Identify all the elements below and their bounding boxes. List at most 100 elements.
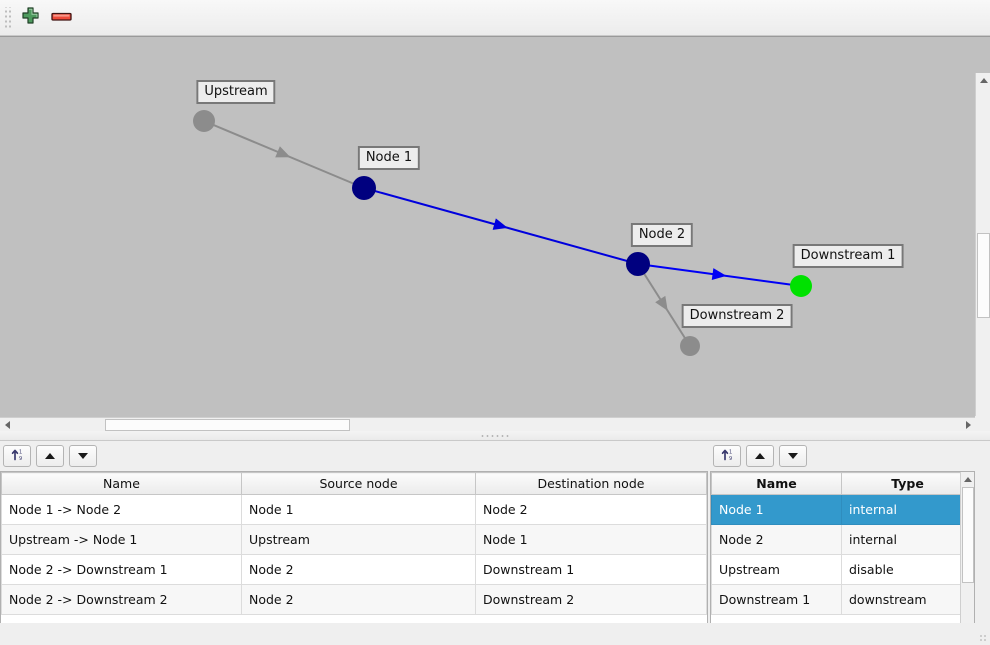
node-type: downstream — [841, 584, 974, 615]
nodes-col-name[interactable]: Name — [711, 472, 842, 495]
graph-node-label[interactable]: Downstream 1 — [792, 244, 904, 268]
svg-text:9: 9 — [729, 456, 732, 462]
chevron-up-icon — [964, 476, 972, 482]
graph-vertical-scrollbar[interactable] — [975, 73, 990, 431]
arrow-down-icon — [78, 453, 88, 459]
edges-panel-toolbar: 1 9 — [0, 441, 710, 471]
edge-destination: Node 2 — [475, 494, 707, 525]
graph-node-label[interactable]: Downstream 2 — [681, 304, 793, 328]
node-name: Node 1 — [711, 494, 842, 525]
node-name: Downstream 1 — [711, 584, 842, 615]
nodes-scroll-thumb[interactable] — [962, 487, 974, 583]
edge-destination: Node 1 — [475, 524, 707, 555]
panel-splitter[interactable] — [0, 431, 990, 441]
node-name: Node 2 — [711, 524, 842, 555]
bottom-panels: 1 9 Name — [0, 441, 990, 645]
edges-sort-button[interactable]: 1 9 — [3, 445, 31, 467]
edge-source: Node 2 — [241, 554, 476, 585]
splitter-grip-icon — [480, 433, 510, 438]
edge-source: Upstream — [241, 524, 476, 555]
nodes-move-down-button[interactable] — [779, 445, 807, 467]
edges-col-name[interactable]: Name — [1, 472, 242, 495]
sort-ascending-icon: 1 9 — [720, 447, 735, 465]
edges-move-down-button[interactable] — [69, 445, 97, 467]
graph-hscroll-thumb[interactable] — [105, 419, 350, 431]
nodes-panel-toolbar: 1 9 — [710, 441, 990, 471]
sort-ascending-icon: 1 9 — [10, 447, 25, 465]
svg-text:9: 9 — [19, 456, 22, 462]
graph-node-label[interactable]: Node 2 — [630, 223, 694, 247]
graph-node-label[interactable]: Node 1 — [357, 146, 421, 170]
nodes-table-header-row: Name Type — [711, 472, 974, 495]
plus-icon — [21, 6, 40, 29]
edges-table-frame: Name Source node Destination node Node 1… — [0, 471, 708, 645]
add-node-button[interactable] — [16, 4, 44, 32]
nodes-sort-button[interactable]: 1 9 — [713, 445, 741, 467]
edges-table: Name Source node Destination node Node 1… — [1, 472, 707, 615]
graph-edge-arrow-icon — [275, 146, 291, 158]
graph-edge-arrow-icon — [655, 295, 668, 311]
toolbar-drag-handle[interactable] — [3, 6, 12, 29]
scrollbar-corner — [975, 416, 990, 431]
node-type: disable — [841, 554, 974, 585]
graph-horizontal-scrollbar[interactable] — [0, 417, 975, 431]
arrow-down-icon — [788, 453, 798, 459]
arrow-up-icon — [45, 453, 55, 459]
graph-node[interactable] — [193, 110, 215, 132]
nodes-move-up-button[interactable] — [746, 445, 774, 467]
edge-name: Upstream -> Node 1 — [1, 524, 242, 555]
edge-source: Node 2 — [241, 584, 476, 615]
graph-node[interactable] — [790, 275, 812, 297]
scroll-right-button[interactable] — [961, 418, 975, 431]
edges-move-up-button[interactable] — [36, 445, 64, 467]
graph-node[interactable] — [680, 336, 700, 356]
edges-panel: 1 9 Name — [0, 441, 710, 645]
nodes-scroll-up-button[interactable] — [961, 472, 974, 486]
scroll-left-button[interactable] — [0, 418, 14, 431]
graph-node[interactable] — [626, 252, 650, 276]
graph-node-label[interactable]: Upstream — [196, 80, 276, 104]
node-name: Upstream — [711, 554, 842, 585]
svg-text:1: 1 — [729, 450, 732, 456]
edge-destination: Downstream 1 — [475, 554, 707, 585]
arrow-up-icon — [755, 453, 765, 459]
edges-table-header-row: Name Source node Destination node — [1, 472, 707, 495]
resize-grip-icon[interactable] — [979, 634, 988, 643]
edge-name: Node 2 -> Downstream 2 — [1, 584, 242, 615]
scroll-up-button[interactable] — [976, 73, 990, 88]
graph-vscroll-thumb[interactable] — [977, 233, 990, 318]
remove-node-button[interactable] — [48, 4, 76, 32]
graph-edge-arrow-icon — [492, 218, 508, 230]
graph-edge-arrow-icon — [711, 268, 727, 281]
nodes-table-scrollbar[interactable] — [960, 472, 974, 644]
nodes-col-type[interactable]: Type — [841, 472, 974, 495]
graph-node[interactable] — [352, 176, 376, 200]
edge-name: Node 1 -> Node 2 — [1, 494, 242, 525]
chevron-right-icon — [965, 421, 971, 429]
edge-source: Node 1 — [241, 494, 476, 525]
svg-text:1: 1 — [19, 450, 22, 456]
minus-icon — [51, 10, 73, 26]
window-footer — [0, 623, 990, 645]
edge-name: Node 2 -> Downstream 1 — [1, 554, 242, 585]
node-type: internal — [841, 524, 974, 555]
edge-destination: Downstream 2 — [475, 584, 707, 615]
main-toolbar — [0, 0, 990, 36]
edges-col-destination[interactable]: Destination node — [475, 472, 707, 495]
edges-col-source[interactable]: Source node — [241, 472, 476, 495]
nodes-panel: 1 9 Name — [710, 441, 990, 645]
node-type: internal — [841, 494, 974, 525]
